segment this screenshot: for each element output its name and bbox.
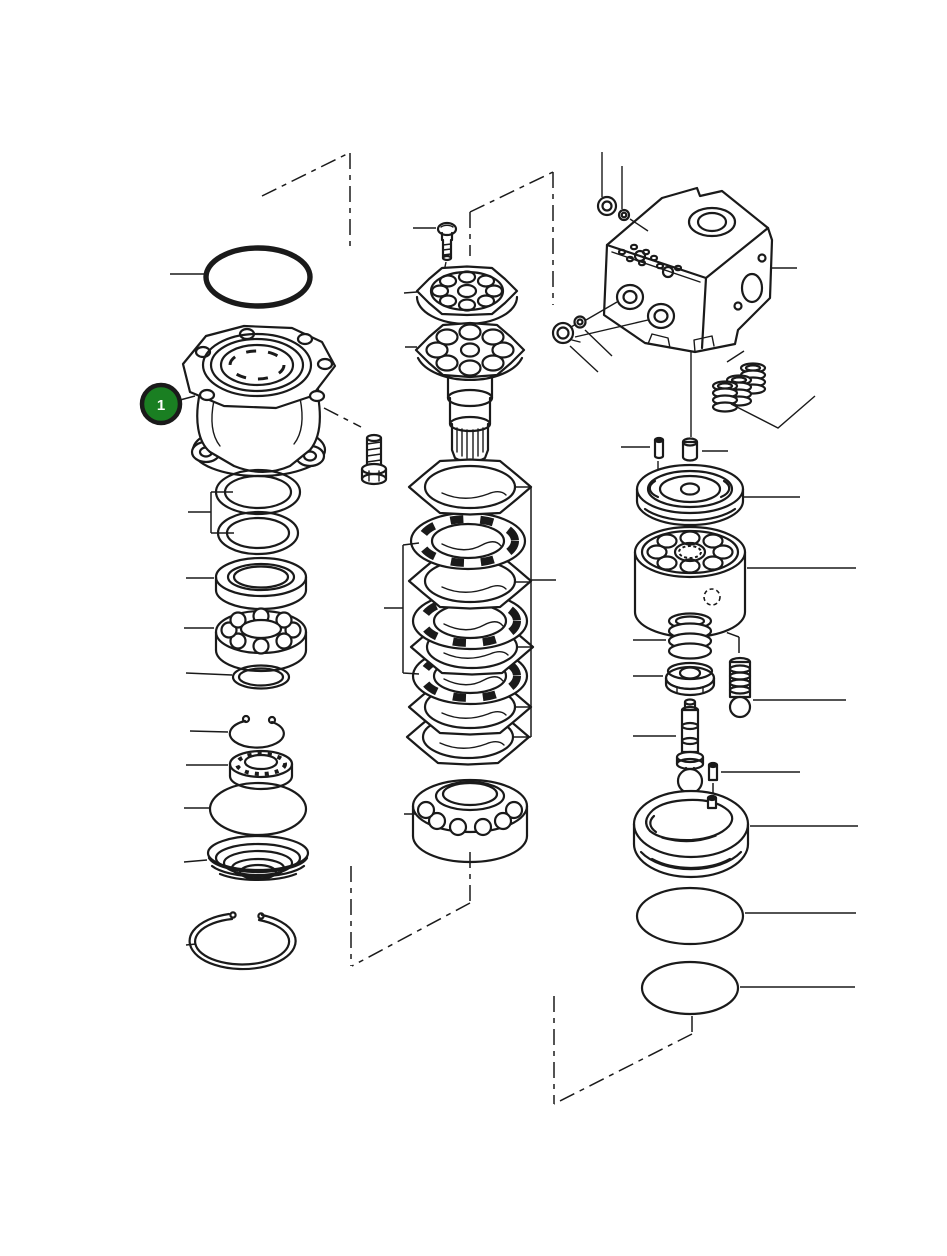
separator-bracket-leader [514,486,556,738]
friction-plate [411,513,525,569]
ball-bearing-lower [404,778,529,864]
o-ring [184,781,308,837]
bushing [681,437,728,462]
retainer-plate [403,265,519,326]
cylinder-block [633,525,856,639]
o-ring-upper [635,886,856,946]
disc-spring-stack [183,834,310,882]
assembly-axis-lines [261,152,740,1105]
seal-rings-bracket-leader [188,491,234,534]
callout-1-label: 1 [157,397,165,414]
friction-bracket-leader [384,542,420,675]
washer-top [617,166,649,232]
spring-set [711,350,816,429]
valve-casing [602,186,797,437]
ball-bearing [184,607,308,673]
separator-plate [407,458,533,516]
piston-with-spring [728,656,846,719]
swash-plate [632,789,858,879]
hex-bolt [360,433,388,486]
side-washer [573,301,618,357]
valve-plate [635,463,800,527]
plug-top [596,152,618,217]
callout-1-circle[interactable] [139,382,183,426]
socket-bolt [413,221,458,287]
dowel-pin [707,761,800,782]
roller-bearing [186,749,294,791]
swing-motor-housing [181,324,337,478]
drive-shaft-with-gear [405,321,526,463]
snap-ring-small [189,714,285,749]
side-plug [551,319,649,373]
hex-nut [633,661,716,697]
snap-ring-large [185,911,297,971]
piston [633,698,705,795]
spacer-ring [185,664,291,690]
coil-spring [633,612,713,660]
oil-seal [186,556,308,611]
large-o-ring [170,245,313,309]
callout-1[interactable]: 1 [139,382,196,426]
brake-plate-stack [384,458,556,766]
o-ring-lower [640,960,855,1016]
